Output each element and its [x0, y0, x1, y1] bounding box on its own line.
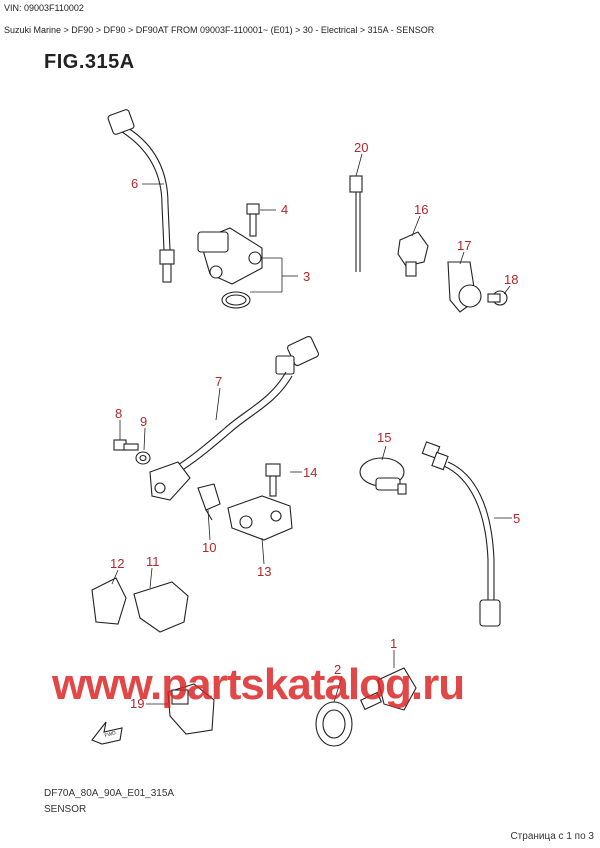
part-19-sensor[interactable] [167, 683, 215, 735]
watermark: www.partskatalog.ru [52, 660, 465, 709]
callout-1[interactable]: 1 [390, 636, 397, 651]
callout-8[interactable]: 8 [115, 406, 122, 421]
part-11-boot[interactable] [133, 581, 189, 633]
callout-12[interactable]: 12 [110, 556, 124, 571]
callout-15[interactable]: 15 [377, 430, 391, 445]
callout-16[interactable]: 16 [414, 202, 428, 217]
section-name: SENSOR [44, 804, 87, 815]
breadcrumb[interactable]: Suzuki Marine > DF90 > DF90 > DF90AT FRO… [4, 25, 435, 35]
part-5-harness[interactable] [421, 441, 501, 627]
callout-numbers: 6 4 3 20 16 17 18 7 8 9 15 14 5 10 13 12… [110, 140, 520, 711]
part-13-sensor[interactable] [227, 495, 293, 541]
part-15-pressure-switch[interactable] [359, 457, 407, 495]
callout-13[interactable]: 13 [257, 564, 271, 579]
callout-14[interactable]: 14 [303, 465, 317, 480]
part-16-clip[interactable] [397, 231, 429, 277]
callout-10[interactable]: 10 [202, 540, 216, 555]
pager: Страница с 1 по 3 [510, 831, 594, 842]
forward-label: FWD [104, 730, 117, 739]
part-4-bolt[interactable] [246, 203, 260, 237]
callout-6[interactable]: 6 [131, 176, 138, 191]
part-9-washer[interactable] [135, 451, 151, 465]
callout-17[interactable]: 17 [457, 238, 471, 253]
part-20-cable-tie[interactable] [349, 175, 363, 272]
callout-9[interactable]: 9 [140, 414, 147, 429]
figure-title: FIG.315A [44, 51, 135, 73]
vin-label: VIN: 09003F110002 [4, 3, 84, 13]
part-12-cover[interactable] [91, 577, 127, 625]
part-3-sensor[interactable] [197, 227, 263, 309]
callout-4[interactable]: 4 [281, 202, 288, 217]
callout-2[interactable]: 2 [334, 662, 341, 677]
callout-11[interactable]: 11 [146, 554, 160, 569]
part-18-bolt[interactable] [487, 290, 508, 306]
callout-20[interactable]: 20 [354, 140, 368, 155]
callout-3[interactable]: 3 [303, 269, 310, 284]
part-1-sensor[interactable] [359, 667, 417, 711]
callout-19[interactable]: 19 [130, 696, 144, 711]
part-10-sleeve[interactable] [197, 483, 221, 521]
part-8-bolt[interactable] [113, 439, 139, 451]
part-2-grommet[interactable] [315, 701, 353, 747]
part-17-clamp[interactable] [447, 261, 482, 313]
part-6-harness[interactable] [107, 109, 175, 283]
forward-arrow-icon: FWD [91, 721, 123, 745]
leader-lines [111, 153, 512, 705]
callout-5[interactable]: 5 [513, 511, 520, 526]
diagram-code: DF70A_80A_90A_E01_315A [44, 788, 175, 799]
part-7-harness[interactable] [149, 335, 319, 501]
part-14-bolt[interactable] [265, 463, 281, 497]
callout-18[interactable]: 18 [504, 272, 518, 287]
callout-7[interactable]: 7 [215, 374, 222, 389]
